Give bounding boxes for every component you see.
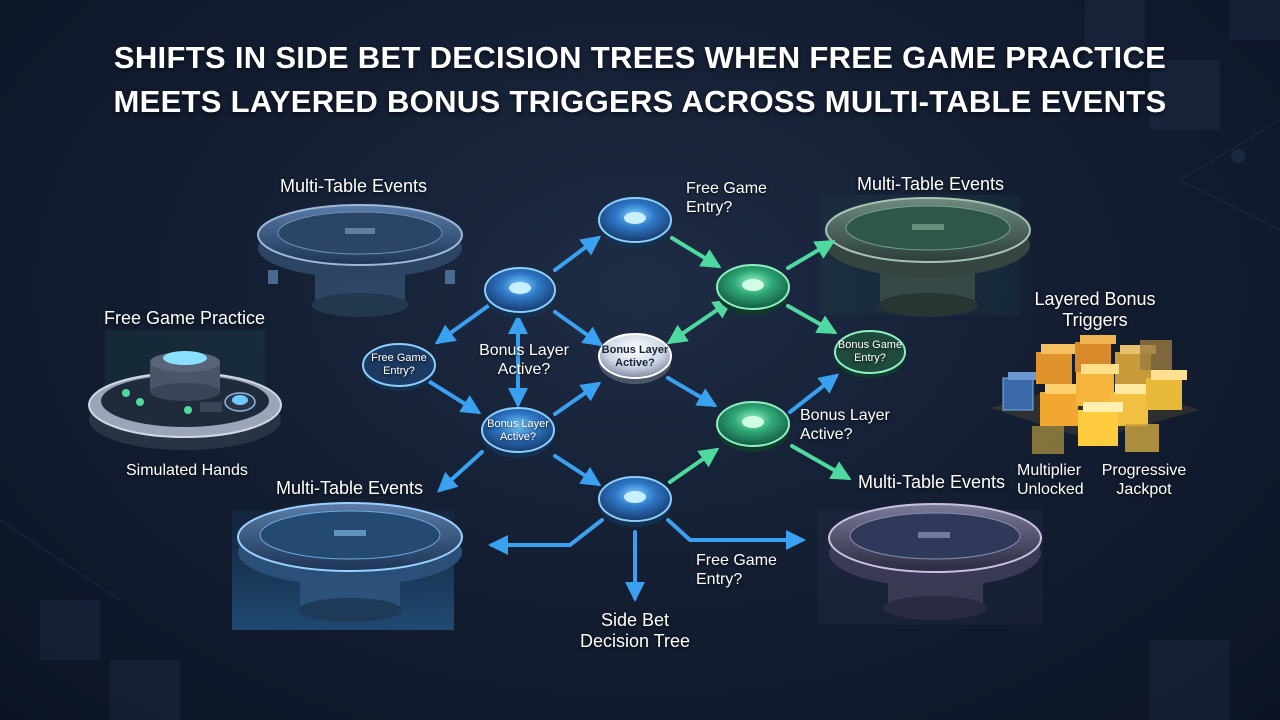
- cube-gold-8: [1146, 370, 1187, 410]
- arrows: [428, 235, 852, 602]
- label-free-game-practice: Free Game Practice: [104, 308, 266, 328]
- label-multi-table-bottom-right: Multi-Table Events: [858, 472, 1006, 492]
- label-bonus-layer-active-right: Bonus Layer Active?: [800, 406, 890, 444]
- arrow-bottom-to-right: [666, 518, 806, 550]
- arrow-green-top-to-table: [786, 239, 836, 270]
- label-side-bet-line1: Side Bet: [600, 610, 670, 630]
- node-bottom-center[interactable]: [598, 476, 672, 527]
- node-free-game-left[interactable]: [362, 343, 436, 391]
- arrow-bonus-mid-to-table: [437, 450, 484, 493]
- label-side-bet-line2: Decision Tree: [579, 631, 691, 651]
- node-label-bonus-mid-left-line2: Active?: [499, 431, 537, 443]
- arrow-n1-center: [553, 310, 604, 347]
- cube-gold-9: [1078, 402, 1123, 446]
- node-top-center[interactable]: [598, 197, 672, 248]
- cube-gold-5: [1040, 384, 1083, 426]
- arrow-n1-freegame-left: [434, 304, 490, 345]
- arrow-freegame-left-to-bonus: [428, 380, 482, 415]
- table-bottom-left: [232, 502, 463, 630]
- cube-gold-1: [1036, 344, 1077, 384]
- node-label-free-game-left-line1: Free Game: [371, 352, 427, 364]
- node-bonus-center[interactable]: [598, 333, 672, 384]
- arrow-bottom-to-left: [488, 518, 604, 555]
- title-line-1: SHIFTS IN SIDE BET DECISION TREES WHEN F…: [113, 40, 1167, 75]
- node-label-bonus-right: Bonus Game Entry?: [835, 339, 905, 365]
- cube-gold-6: [1076, 364, 1119, 406]
- label-multi-table-bottom-left: Multi-Table Events: [276, 478, 424, 498]
- arrow-greenright-to-bonus: [788, 373, 840, 414]
- arrow-greenmid-to-table: [790, 444, 852, 480]
- node-label-bonus-right-line1: Bonus Game: [837, 339, 903, 351]
- bonus-cubes: [990, 335, 1200, 454]
- arrow-bonus-mid-to-center: [553, 381, 602, 416]
- node-label-bonus-center: Bonus Layer Active?: [600, 344, 670, 370]
- arrow-green-top-to-bonus: [786, 304, 838, 334]
- node-label-bonus-center-line1: Bonus Layer: [601, 344, 669, 356]
- node-label-bonus-mid-left-line1: Bonus Layer: [487, 418, 549, 430]
- label-multi-table-top-left: Multi-Table Events: [280, 176, 428, 196]
- label-multiplier-unlocked: Multiplier Unlocked: [1017, 461, 1084, 499]
- label-bonus-layer-active-left: Bonus Layer Active?: [474, 341, 574, 379]
- label-bonus-layer-left-line1: Bonus Layer: [479, 342, 569, 359]
- node-bonus-right[interactable]: [834, 330, 906, 378]
- label-layered-bonus-line1: Layered Bonus: [1034, 289, 1156, 309]
- node-left-upper[interactable]: [484, 267, 556, 318]
- label-layered-bonus-line2: Triggers: [1062, 310, 1128, 330]
- arrow-center-to-greenright: [666, 376, 718, 408]
- practice-device: [88, 330, 282, 450]
- label-bonus-layer-right-line1: Bonus Layer: [800, 407, 890, 424]
- table-top-right: [820, 195, 1031, 317]
- node-green-mid[interactable]: [716, 401, 790, 452]
- arrow-bottom-to-greenmid: [668, 447, 720, 484]
- label-progressive-line1: Progressive: [1101, 462, 1187, 479]
- label-free-game-entry-top-line1: Free Game: [686, 180, 767, 197]
- arrow-n2-green-top: [670, 236, 722, 269]
- page-title: SHIFTS IN SIDE BET DECISION TREES WHEN F…: [0, 36, 1280, 124]
- table-top-left: [257, 204, 463, 317]
- node-green-top[interactable]: [716, 264, 790, 315]
- label-free-game-entry-bottom: Free Game Entry?: [696, 551, 777, 589]
- label-layered-bonus-triggers: Layered Bonus Triggers: [1020, 289, 1170, 331]
- label-progressive-jackpot: Progressive Jackpot: [1100, 461, 1188, 499]
- label-free-game-entry-top-line2: Entry?: [686, 199, 733, 216]
- cube-blue-1: [1002, 372, 1038, 411]
- label-simulated-hands: Simulated Hands: [126, 462, 248, 479]
- node-label-bonus-right-line2: Entry?: [854, 352, 886, 364]
- title-line-2: MEETS LAYERED BONUS TRIGGERS ACROSS MULT…: [113, 84, 1167, 119]
- label-free-game-entry-top: Free Game Entry?: [686, 179, 767, 217]
- node-label-bonus-mid-left: Bonus Layer Active?: [483, 418, 553, 444]
- arrow-bonus-mid-to-bottom: [553, 454, 602, 487]
- table-bottom-right: [818, 503, 1043, 625]
- node-bonus-mid-left[interactable]: [481, 407, 555, 458]
- label-free-game-entry-bottom-line2: Entry?: [696, 571, 743, 588]
- cube-gold-11: [1125, 424, 1159, 452]
- cube-gold-10: [1032, 426, 1064, 454]
- label-free-game-entry-bottom-line1: Free Game: [696, 552, 777, 569]
- node-label-bonus-center-line2: Active?: [615, 357, 655, 369]
- arrow-n1-n2: [553, 235, 602, 272]
- node-label-free-game-left-line2: Entry?: [383, 365, 415, 377]
- label-multiplier-line2: Unlocked: [1017, 481, 1084, 498]
- label-multi-table-top-right: Multi-Table Events: [857, 174, 1005, 194]
- label-side-bet-decision-tree: Side Bet Decision Tree: [575, 610, 695, 652]
- label-bonus-layer-right-line2: Active?: [800, 426, 853, 443]
- cube-gold-4: [1140, 340, 1172, 370]
- label-multiplier-line1: Multiplier: [1017, 462, 1082, 479]
- label-progressive-line2: Jackpot: [1116, 481, 1172, 498]
- arrow-green-top-bidir-center: [666, 299, 734, 345]
- label-bonus-layer-left-line2: Active?: [497, 361, 551, 378]
- node-label-free-game-left: Free Game Entry?: [364, 352, 434, 378]
